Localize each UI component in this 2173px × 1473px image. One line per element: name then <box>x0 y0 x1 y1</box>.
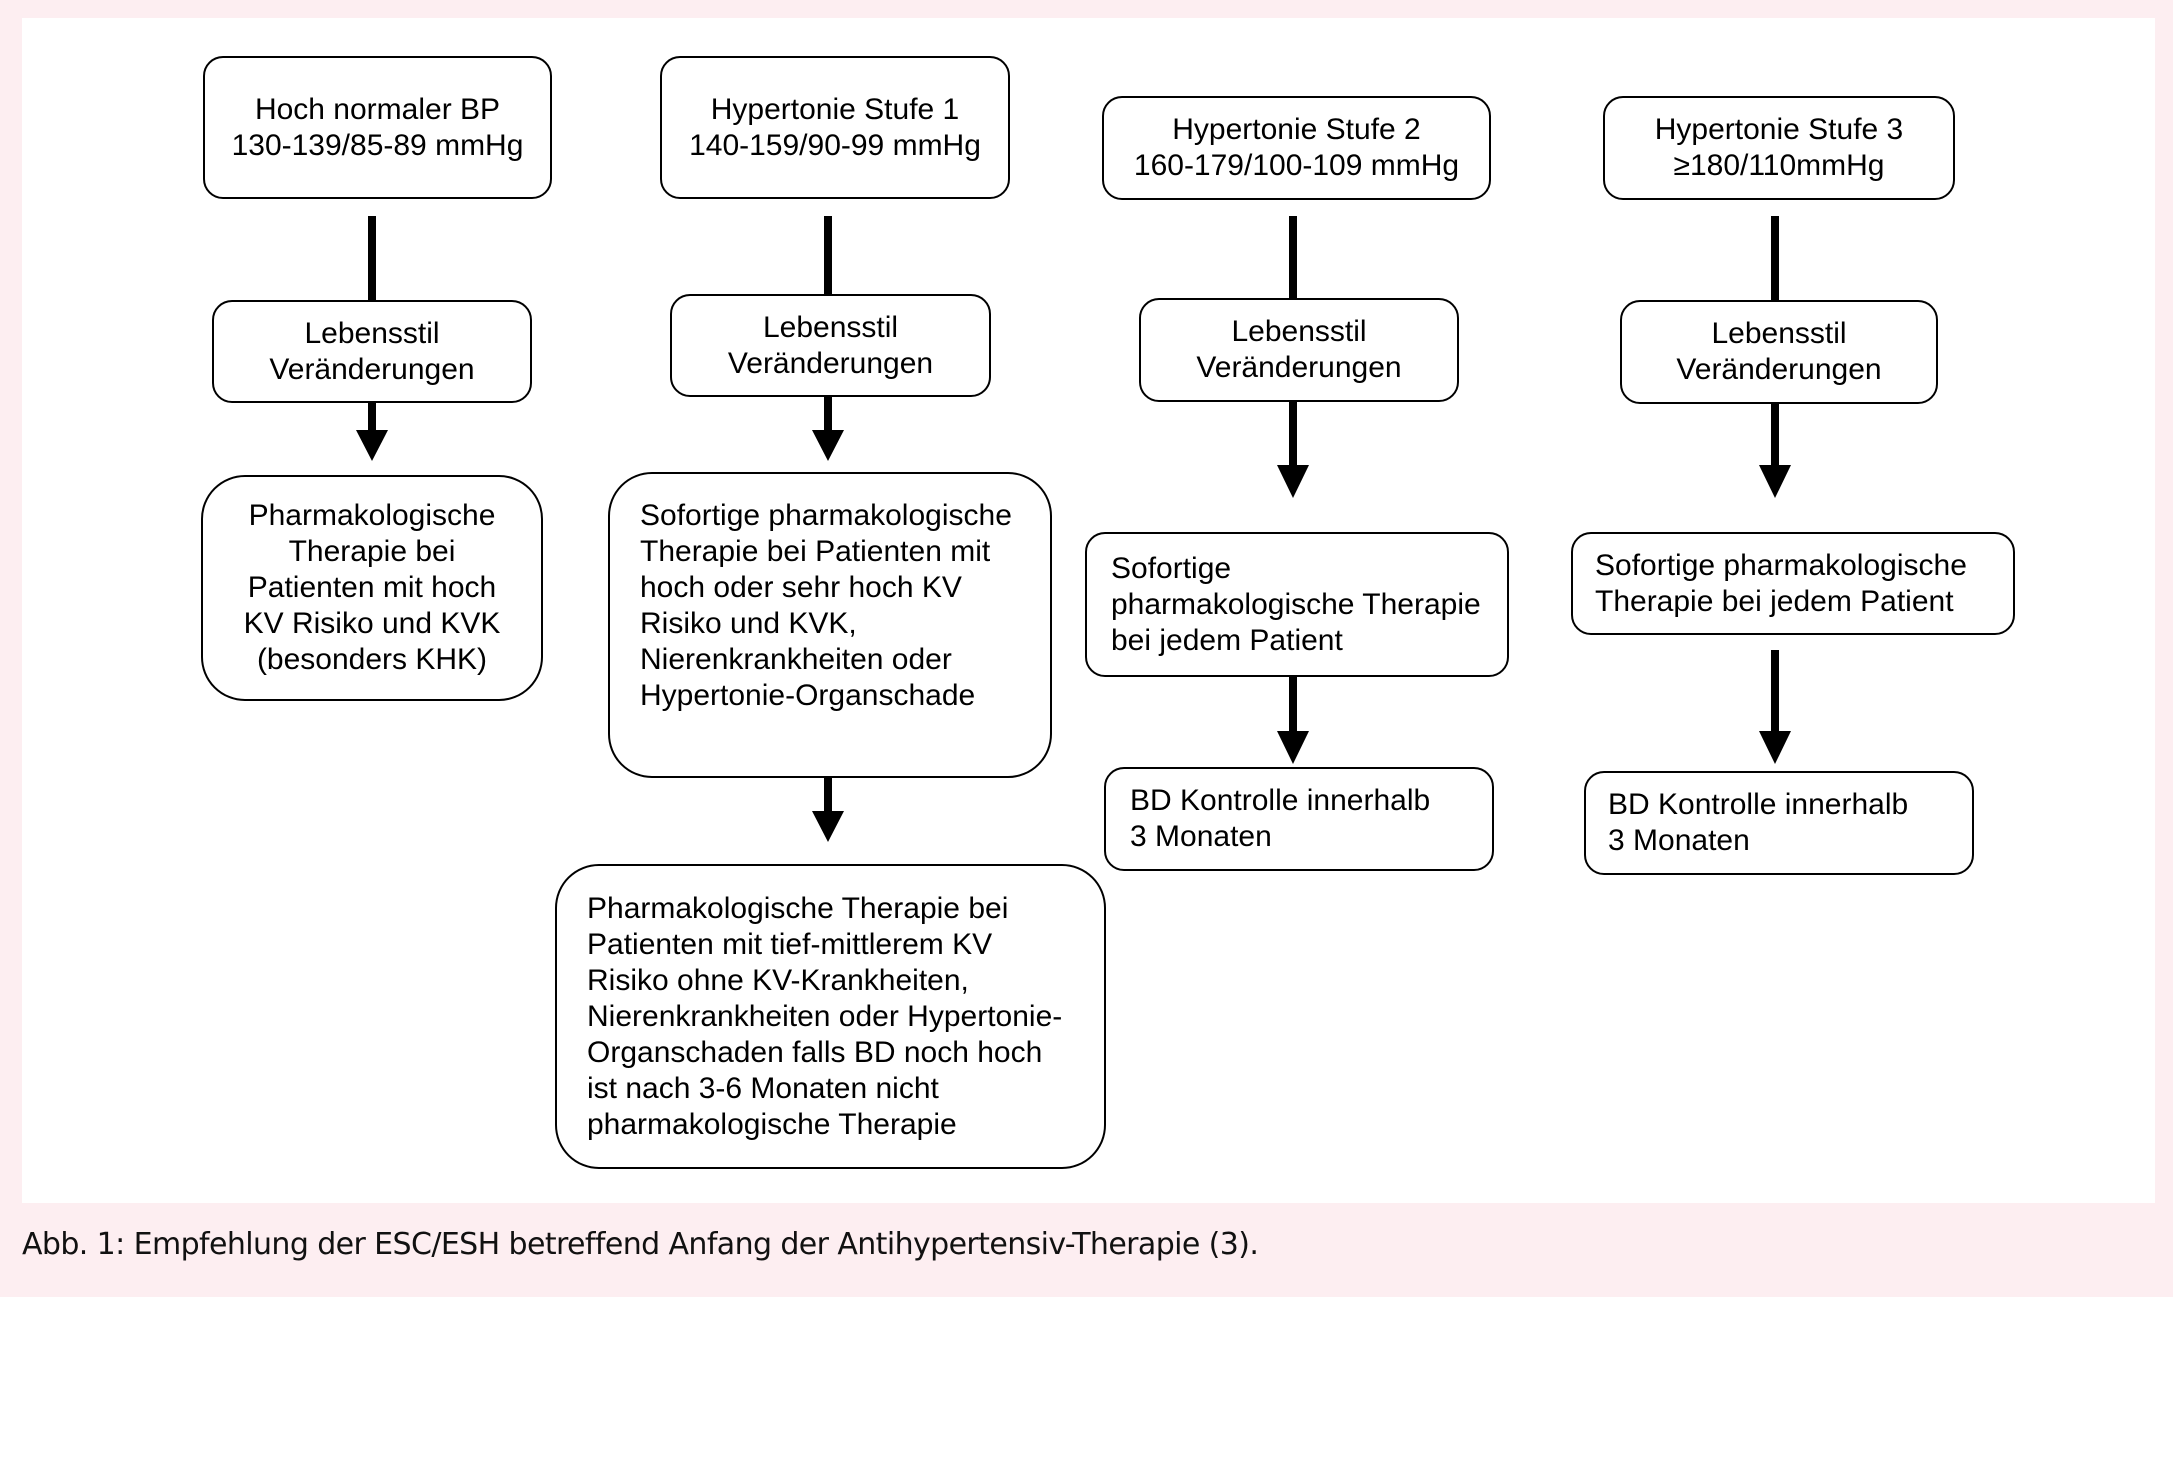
lifestyle-box-c1: Lebensstil Veränderungen <box>212 300 532 403</box>
box-text-line: hoch oder sehr hoch KV <box>640 571 962 604</box>
lifestyle-box-c4: Lebensstil Veränderungen <box>1620 300 1938 404</box>
arrowhead-c3-control <box>1277 731 1309 764</box>
therapy-box-c1: Pharmakologische Therapie bei Patienten … <box>201 475 543 701</box>
box-text-line: Hypertonie-Organschade <box>640 679 976 712</box>
stage-box-grade-2: Hypertonie Stufe 2 160-179/100-109 mmHg <box>1102 96 1491 200</box>
box-text-line: Risiko ohne KV-Krankheiten, <box>587 963 969 997</box>
box-text-line: Patienten mit tief-mittlerem KV <box>587 927 993 961</box>
box-text-line: Veränderungen <box>727 346 934 380</box>
box-text-line: Nierenkrankheiten oder <box>640 643 952 676</box>
box-text-line: Nierenkrankheiten oder Hypertonie- <box>587 999 1063 1033</box>
lifestyle-box-c2: Lebensstil Veränderungen <box>670 294 991 397</box>
control-box-c4: BD Kontrolle innerhalb 3 Monaten <box>1584 771 1974 875</box>
box-text-line: Lebensstil <box>1711 317 1847 350</box>
arrowhead-c2-followup <box>812 811 844 842</box>
box-text-line: Therapie bei <box>288 535 456 568</box>
box-text-line: Veränderungen <box>1196 351 1402 384</box>
box-text-line: KV Risiko und KVK <box>243 607 501 640</box>
box-text-line: (besonders KHK) <box>256 643 488 676</box>
box-text-line: pharmakologische Therapie <box>1111 587 1481 621</box>
box-text-line: Lebensstil <box>1231 315 1367 348</box>
box-text-line: Patienten mit hoch <box>247 571 497 604</box>
arrowhead-c3-therapy <box>1277 465 1309 498</box>
box-text-line: Therapie bei Patienten mit <box>640 535 991 568</box>
box-text-line: BD Kontrolle innerhalb <box>1130 784 1431 817</box>
connector-layer <box>356 216 1791 842</box>
box-text-line: 3 Monaten <box>1608 824 1750 857</box>
box-text-line: pharmakologische Therapie <box>587 1107 957 1141</box>
box-text-line: Lebensstil <box>304 316 440 350</box>
box-text-line: 140-159/90-99 mmHg <box>689 128 981 162</box>
box-text-line: Pharmakologische Therapie bei <box>587 891 1009 925</box>
box-text-line: Sofortige pharmakologische <box>1595 548 1967 582</box>
followup-box-c2: Pharmakologische Therapie bei Patienten … <box>555 864 1106 1169</box>
therapy-box-c4: Sofortige pharmakologische Therapie bei … <box>1571 532 2015 635</box>
arrowhead-c2-therapy <box>812 430 844 461</box>
box-text-line: Pharmakologische <box>248 499 496 532</box>
box-text-line: Risiko und KVK, <box>640 607 857 640</box>
box-text-line: ist nach 3-6 Monaten nicht <box>587 1071 939 1105</box>
box-text-line: bei jedem Patient <box>1111 623 1343 657</box>
figure-caption: Abb. 1: Empfehlung der ESC/ESH betreffen… <box>22 1227 1259 1262</box>
box-text-line: 3 Monaten <box>1130 820 1272 853</box>
stage-box-grade-1: Hypertonie Stufe 1 140-159/90-99 mmHg <box>660 56 1010 199</box>
box-text-line: Sofortige <box>1111 551 1232 585</box>
stage-box-high-normal: Hoch normaler BP 130-139/85-89 mmHg <box>203 56 552 199</box>
box-text-line: Hoch normaler BP <box>254 92 501 126</box>
arrowhead-c4-therapy <box>1759 465 1791 498</box>
arrowhead-c1-therapy <box>356 430 388 461</box>
box-text-line: Hypertonie Stufe 3 <box>1654 113 1904 146</box>
box-text-line: ≥180/110mmHg <box>1673 149 1885 182</box>
box-text-line: Veränderungen <box>269 352 475 386</box>
box-text-line: BD Kontrolle innerhalb <box>1608 788 1909 821</box>
box-text-line: 160-179/100-109 mmHg <box>1133 149 1460 182</box>
box-text-line: 130-139/85-89 mmHg <box>231 128 524 162</box>
box-text-line: Hypertonie Stufe 1 <box>710 92 960 126</box>
box-text-line: Organschaden falls BD noch hoch <box>587 1035 1043 1069</box>
control-box-c3: BD Kontrolle innerhalb 3 Monaten <box>1104 767 1494 871</box>
box-text-line: Sofortige pharmakologische <box>640 499 1012 532</box>
box-text-line: Therapie bei jedem Patient <box>1595 584 1954 618</box>
therapy-box-c3: Sofortige pharmakologische Therapie bei … <box>1085 532 1509 677</box>
box-text-line: Veränderungen <box>1676 353 1882 386</box>
box-text-line: Lebensstil <box>762 310 899 344</box>
box-text-line: Hypertonie Stufe 2 <box>1172 113 1421 146</box>
arrowhead-c4-control <box>1759 731 1791 764</box>
stage-box-grade-3: Hypertonie Stufe 3 ≥180/110mmHg <box>1603 96 1955 200</box>
lifestyle-box-c3: Lebensstil Veränderungen <box>1139 298 1459 402</box>
therapy-box-c2: Sofortige pharmakologische Therapie bei … <box>608 472 1052 778</box>
